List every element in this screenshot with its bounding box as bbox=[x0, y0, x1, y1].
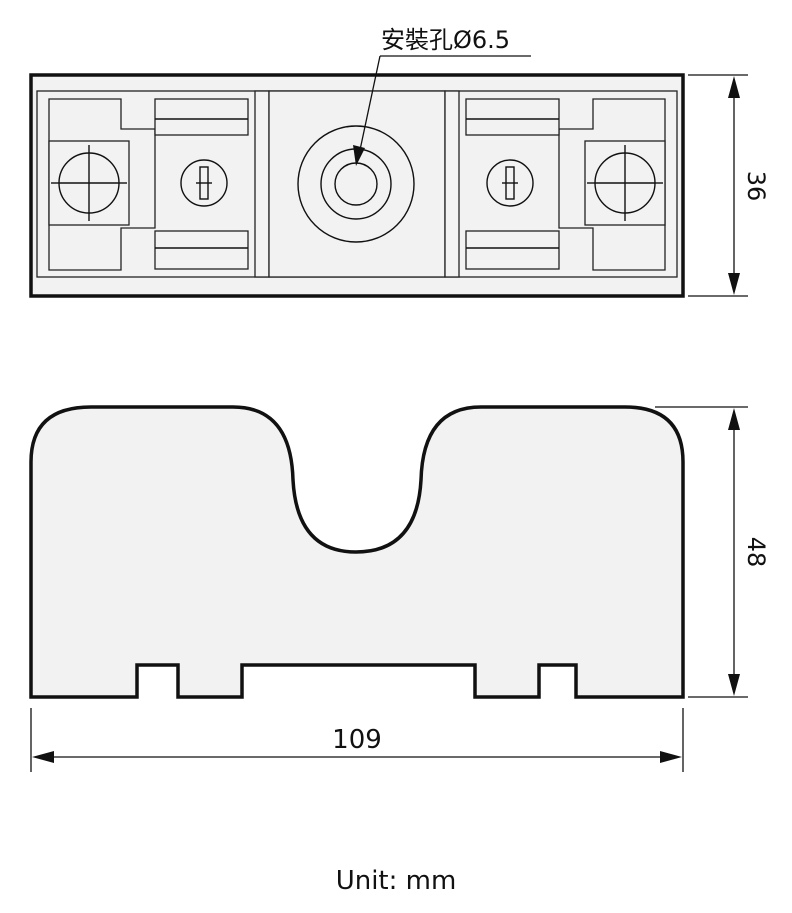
small-screw-icon bbox=[180, 159, 228, 207]
height-dimension-top bbox=[688, 74, 748, 297]
hole-callout bbox=[353, 55, 531, 166]
height-label-top: 36 bbox=[742, 171, 770, 202]
height-dimension-side bbox=[655, 406, 748, 698]
side-view-outline bbox=[29, 405, 685, 699]
center-mount-block bbox=[254, 90, 460, 278]
right-terminal bbox=[465, 98, 666, 271]
top-view: 安裝孔Ø6.5 36 bbox=[29, 26, 770, 298]
width-label: 109 bbox=[332, 725, 382, 755]
left-terminal bbox=[48, 98, 249, 271]
hole-label: 安裝孔Ø6.5 bbox=[381, 26, 510, 54]
width-dimension bbox=[30, 708, 684, 772]
unit-label: Unit: mm bbox=[336, 866, 457, 896]
small-screw-icon bbox=[486, 159, 534, 207]
terminal-screw-icon bbox=[587, 145, 663, 221]
height-label-side: 48 bbox=[742, 537, 770, 568]
side-view: 48 109 bbox=[29, 405, 770, 772]
terminal-screw-icon bbox=[51, 145, 127, 221]
mount-boss-outer bbox=[297, 125, 415, 243]
